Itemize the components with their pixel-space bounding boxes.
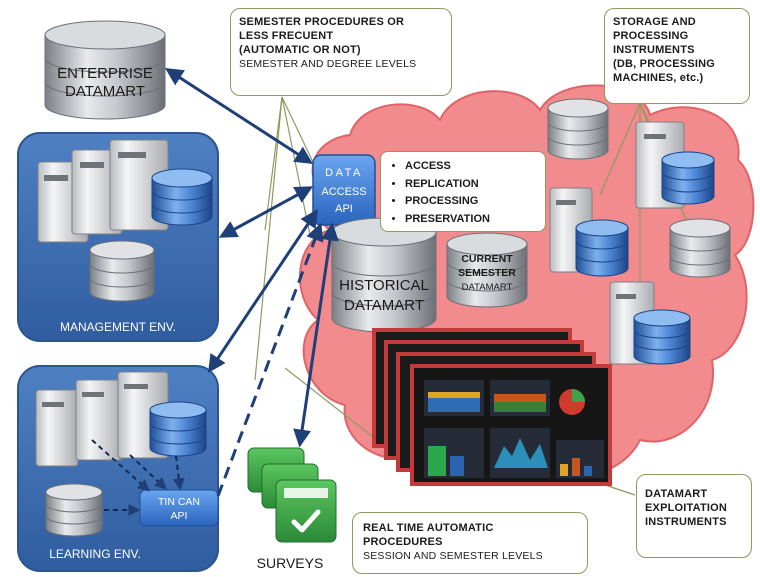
cloud-db-blue-bottom <box>633 309 691 365</box>
tin-can-api-label-2: API <box>171 510 188 522</box>
semester-callout-line-3: (AUTOMATIC OR NOT) <box>239 44 361 56</box>
surveys-icon <box>247 447 337 543</box>
learning-env-label: LEARNING ENV. <box>49 547 141 561</box>
exploitation-callout-line-1: DATAMART <box>645 488 708 500</box>
management-db-blue <box>151 168 213 226</box>
exploitation-instruments-callout: DATAMART EXPLOITATION INSTRUMENTS <box>636 474 752 558</box>
realtime-callout-line-2: PROCEDURES <box>363 536 443 548</box>
historical-datamart-label-2: DATAMART <box>344 297 424 314</box>
api-function-preservation: PRESERVATION <box>405 211 537 229</box>
exploitation-callout-line-2: EXPLOITATION <box>645 502 728 514</box>
realtime-callout-line-1: REAL TIME AUTOMATIC <box>363 522 494 534</box>
management-db-silver <box>89 240 155 302</box>
enterprise-datamart-label-2: DATAMART <box>65 83 145 100</box>
semester-callout-line-1: SEMESTER PROCEDURES OR <box>239 16 405 28</box>
semester-callout-subtitle: SEMESTER AND DEGREE LEVELS <box>239 58 417 70</box>
storage-callout-line-4: (DB, PROCESSING <box>613 58 716 70</box>
exploitation-callout-line-3: INSTRUMENTS <box>645 516 727 528</box>
current-semester-label-3: DATAMART <box>462 282 513 293</box>
historical-datamart-label-1: HISTORICAL <box>339 277 429 294</box>
storage-instruments-callout: STORAGE AND PROCESSING INSTRUMENTS (DB, … <box>604 8 750 104</box>
tin-can-api-label-1: TIN CAN <box>158 496 200 508</box>
api-functions-list: ACCESS REPLICATION PROCESSING PRESERVATI… <box>380 151 546 232</box>
learning-dashed-links <box>91 439 185 516</box>
storage-callout-line-1: STORAGE AND <box>613 16 696 28</box>
storage-callout-line-5: MACHINES, etc.) <box>613 72 704 84</box>
cloud-db-blue-middle <box>575 219 629 277</box>
dashboard-stack <box>372 328 612 486</box>
api-function-access: ACCESS <box>405 158 537 176</box>
data-access-api-label-2: ACCESS <box>321 186 366 198</box>
current-semester-datamart-db <box>446 232 528 308</box>
historical-datamart-db <box>331 217 437 333</box>
enterprise-datamart-label-1: ENTERPRISE <box>57 65 153 82</box>
current-semester-label-1: CURRENT <box>461 253 513 265</box>
surveys-label: SURVEYS <box>257 555 324 571</box>
semester-callout-line-2: LESS FRECUENT <box>239 30 334 42</box>
enterprise-datamart-db <box>44 20 166 120</box>
cloud-db-silver-right <box>669 218 731 278</box>
realtime-procedures-callout: REAL TIME AUTOMATIC PROCEDURES SESSION A… <box>352 512 588 574</box>
learning-db-blue <box>149 401 207 457</box>
semester-procedures-callout: SEMESTER PROCEDURES OR LESS FRECUENT (AU… <box>230 8 452 96</box>
realtime-callout-subtitle: SESSION AND SEMESTER LEVELS <box>363 550 543 562</box>
api-function-replication: REPLICATION <box>405 176 537 194</box>
current-semester-label-2: SEMESTER <box>458 267 516 279</box>
storage-callout-line-2: PROCESSING <box>613 30 689 42</box>
cloud-db-silver-top <box>547 98 609 160</box>
data-access-api-label-3: API <box>335 203 353 215</box>
data-flow-arrows <box>164 68 339 497</box>
api-function-processing: PROCESSING <box>405 193 537 211</box>
storage-callout-line-3: INSTRUMENTS <box>613 44 695 56</box>
cloud-db-blue-right-top <box>661 151 715 205</box>
learning-db-silver <box>45 483 103 537</box>
management-env-label: MANAGEMENT ENV. <box>60 320 176 334</box>
data-access-api-label-1: DATA <box>325 167 363 179</box>
